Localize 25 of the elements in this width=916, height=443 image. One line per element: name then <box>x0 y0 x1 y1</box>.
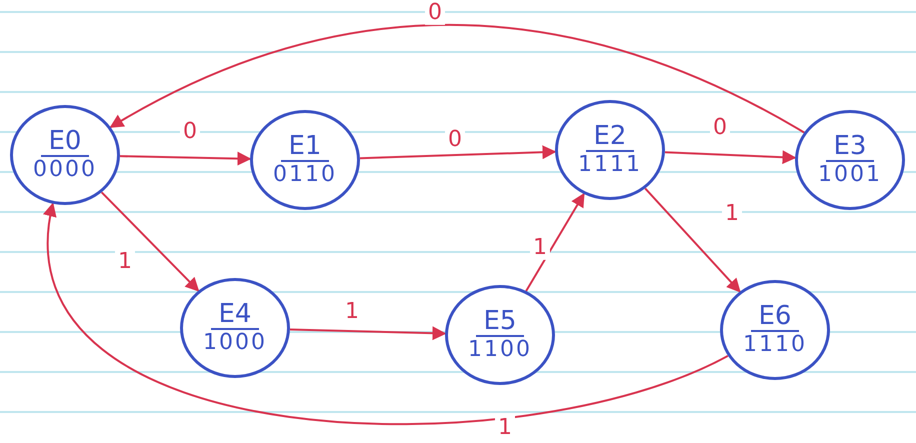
state-code: 0000 <box>33 157 97 184</box>
state-name: E6 <box>750 302 800 332</box>
state-name: E1 <box>280 132 330 162</box>
state-name: E0 <box>40 126 90 158</box>
arrow <box>525 192 585 292</box>
arrow <box>290 326 446 340</box>
arrow <box>360 145 556 160</box>
arrow <box>644 188 741 293</box>
arrow <box>44 202 728 424</box>
state-code: 1100 <box>468 337 532 364</box>
state-name: E3 <box>826 132 874 162</box>
arrow <box>120 152 252 166</box>
state-code: 1000 <box>203 330 267 356</box>
state-name: E4 <box>210 300 260 330</box>
state-code: 0110 <box>273 162 337 188</box>
state-code: 1111 <box>578 152 642 178</box>
arrow <box>100 192 200 292</box>
state-name: E2 <box>586 122 634 152</box>
arrow <box>664 150 796 164</box>
state-name: E5 <box>476 306 524 338</box>
arrow <box>109 24 805 134</box>
state-code: 1110 <box>743 332 807 358</box>
edge-label: 1 <box>530 236 550 260</box>
state-code: 1001 <box>818 162 882 188</box>
edge-label: 0 <box>425 0 445 26</box>
